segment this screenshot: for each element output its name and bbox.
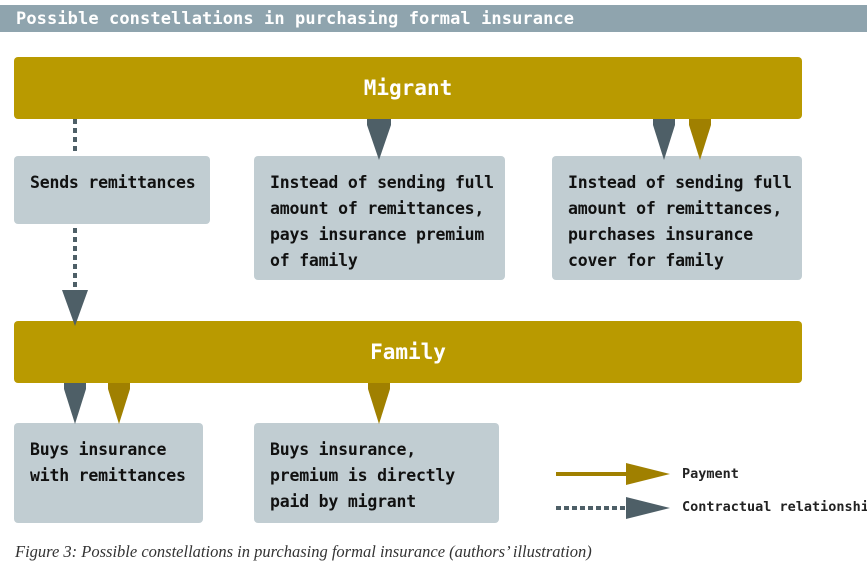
migrant-band: Migrant bbox=[14, 57, 802, 119]
box-line: premium is directly bbox=[270, 466, 455, 485]
legend-payment-arrowhead bbox=[626, 463, 670, 485]
contract-arrowhead bbox=[62, 290, 88, 326]
payment-arrow-buys bbox=[108, 383, 130, 424]
family-label: Family bbox=[370, 340, 446, 364]
contract-arrow-cover bbox=[653, 119, 675, 160]
migrant-label: Migrant bbox=[363, 76, 453, 100]
figure-caption: Figure 3: Possible constellations in pur… bbox=[15, 542, 592, 561]
contract-arrow-buys bbox=[64, 383, 86, 424]
box-line: paid by migrant bbox=[270, 492, 417, 511]
family-band: Family bbox=[14, 321, 802, 383]
box-line: with remittances bbox=[30, 466, 186, 485]
box-line: amount of remittances, bbox=[568, 199, 783, 218]
diagram-title: Possible constellations in purchasing fo… bbox=[16, 9, 575, 29]
box-pays-premium: Instead of sending full amount of remitt… bbox=[254, 156, 505, 280]
box-purchases-cover: Instead of sending full amount of remitt… bbox=[552, 156, 802, 280]
legend-contract-arrowhead bbox=[626, 497, 670, 519]
box-line: Instead of sending full bbox=[568, 173, 792, 192]
box-line: of family bbox=[270, 251, 358, 270]
box-line: pays insurance premium bbox=[270, 225, 485, 244]
box-line: cover for family bbox=[568, 251, 724, 270]
header-bar bbox=[0, 5, 867, 32]
legend-payment-label: Payment bbox=[682, 466, 739, 482]
box-buys-paid-by-migrant: Buys insurance, premium is directly paid… bbox=[254, 423, 499, 523]
box-line: Instead of sending full bbox=[270, 173, 494, 192]
box-line: Buys insurance bbox=[30, 440, 167, 459]
payment-arrow-cover bbox=[689, 119, 711, 160]
box-line: purchases insurance bbox=[568, 225, 753, 244]
payment-arrow-paid-by-migrant bbox=[368, 383, 390, 424]
box-buys-with-remittances: Buys insurance with remittances bbox=[14, 423, 203, 523]
contract-arrow-premium bbox=[367, 119, 391, 160]
box-line: Buys insurance, bbox=[270, 440, 417, 459]
legend-contract-label: Contractual relationship bbox=[682, 499, 867, 515]
box-line: Sends remittances bbox=[30, 173, 196, 192]
box-line: amount of remittances, bbox=[270, 199, 485, 218]
box-sends-remittances: Sends remittances bbox=[14, 156, 210, 224]
